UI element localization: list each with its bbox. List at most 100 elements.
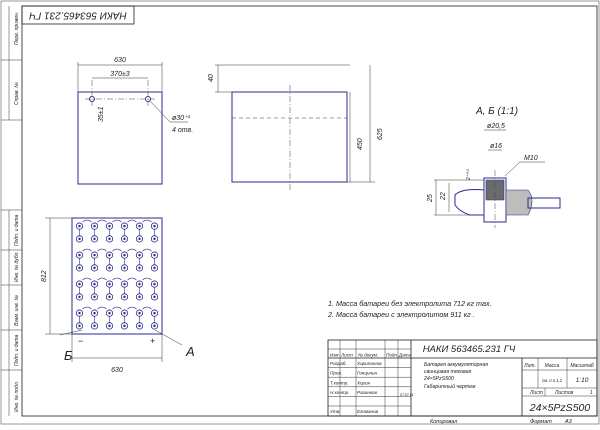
- cell-terminal-core: [108, 253, 111, 257]
- format-value: А3: [564, 419, 573, 425]
- cell-terminal-core: [108, 266, 111, 270]
- inter-cell-link: [82, 306, 152, 310]
- tb-header-cell: Лист: [340, 353, 353, 358]
- inter-cell-link: [82, 219, 152, 223]
- cell-terminal-core: [78, 295, 81, 299]
- cell-terminal-core: [123, 266, 126, 270]
- tb-role: Н.контр.: [330, 390, 349, 395]
- tb-desc-3: 24×5PzS500: [423, 376, 454, 382]
- tb-header-cell: Изм: [330, 353, 339, 358]
- tb-name: Харитонов: [356, 361, 382, 366]
- front-view-outline: [231, 91, 348, 183]
- cell-terminal-core: [123, 253, 126, 257]
- cell-terminal-core: [138, 311, 141, 315]
- hole-note: ø30⁺¹: [172, 115, 191, 122]
- tb-sheets-value: 1: [590, 390, 593, 396]
- top-view-outline: [77, 91, 163, 185]
- terminal-right-body: [505, 189, 533, 216]
- cell-terminal-core: [123, 224, 126, 228]
- tb-scale-value: 1:10: [576, 377, 589, 384]
- cell-terminal-core: [108, 237, 111, 241]
- tb-role: Пров.: [330, 371, 342, 376]
- sec-25: 25: [427, 194, 434, 203]
- front-dim-450: 450: [357, 138, 364, 150]
- tb-role: Утв.: [330, 409, 340, 414]
- sec-22: 22: [440, 192, 447, 201]
- terminal-left-body: [454, 189, 485, 216]
- section-marker-a: А: [185, 344, 195, 359]
- cell-terminal-core: [108, 324, 111, 328]
- cell-terminal-core: [153, 253, 156, 257]
- tb-header-cell: Дата: [398, 353, 412, 358]
- section-detail: А, Б (1:1) ø20,5 ø16 М10 2⁺⁰·⁵ 25 22: [427, 106, 561, 228]
- tb-sheets-label: Листов: [554, 390, 574, 396]
- margin-label-6: Подп. и дата: [14, 334, 20, 366]
- plan-dim-812: 812: [41, 270, 48, 282]
- front-dim-625: 625: [377, 128, 384, 140]
- cell-terminal-core: [78, 282, 81, 286]
- front-view: 40 450 625: [208, 64, 384, 190]
- section-marker-b: Б: [64, 348, 73, 363]
- cell-terminal-core: [93, 324, 96, 328]
- cell-terminal-core: [93, 295, 96, 299]
- cell-terminal-core: [153, 295, 156, 299]
- top-stamp: НАКИ 563465.231 ГЧ: [21, 5, 135, 25]
- plan-view-outline: [71, 217, 163, 335]
- inner-frame: [21, 5, 598, 417]
- cell-terminal-core: [108, 295, 111, 299]
- inter-cell-link: [82, 277, 152, 281]
- cell-terminal-core: [108, 224, 111, 228]
- sec-d205: ø20,5: [487, 123, 505, 130]
- margin-label-7: Инв. № подл.: [14, 381, 20, 412]
- cell-terminal-core: [138, 324, 141, 328]
- tb-desc-1: Батарея аккумуляторная: [424, 362, 488, 368]
- top-dim-width: 630: [114, 57, 126, 64]
- cell-terminal-core: [153, 266, 156, 270]
- tb-sheet-label: Лист: [529, 390, 543, 396]
- cell-terminal-core: [138, 253, 141, 257]
- sec-2: 2⁺⁰·⁵: [466, 169, 472, 181]
- tb-header-cell: № докум.: [358, 353, 378, 358]
- cell-terminal-core: [93, 311, 96, 315]
- hole-count: 4 отв.: [172, 127, 193, 134]
- cell-terminal-core: [108, 311, 111, 315]
- dim-35: 35±1: [98, 106, 105, 122]
- cell-terminal-core: [78, 324, 81, 328]
- inter-cell-link: [82, 248, 152, 252]
- cell-terminal-core: [108, 282, 111, 286]
- sec-m10: М10: [524, 155, 538, 162]
- note-1: 1. Масса батареи без электролита 712 кг …: [328, 299, 492, 308]
- tb-model: 24×5PzS500: [529, 402, 591, 414]
- cell-terminal-core: [138, 282, 141, 286]
- format-label: Формат: [530, 419, 552, 425]
- section-title: А, Б (1:1): [475, 106, 518, 117]
- terminal-post: [483, 177, 507, 223]
- cell-terminal-core: [78, 311, 81, 315]
- tb-name: Гонцинин: [357, 371, 378, 376]
- cell-terminal-core: [153, 311, 156, 315]
- cell-terminal-core: [123, 295, 126, 299]
- cell-terminal-core: [138, 237, 141, 241]
- tb-date-hint: 07.07.01: [400, 393, 414, 397]
- tb-header-cell: Подп.: [386, 353, 398, 358]
- cell-terminal-core: [123, 311, 126, 315]
- plus-terminal: +: [150, 336, 155, 346]
- tb-scale-label: Масштаб: [570, 363, 594, 369]
- cell-terminal-core: [93, 282, 96, 286]
- tb-role: Т.контр.: [330, 380, 349, 385]
- tb-desc-2: свинцовая тяговая: [424, 369, 471, 375]
- tb-lit-label: Лит.: [523, 363, 536, 369]
- cell-terminal-core: [93, 237, 96, 241]
- cell-terminal-core: [93, 224, 96, 228]
- sec-d16: ø16: [490, 143, 502, 150]
- tb-mass-value: см. п.п.1,2: [542, 378, 563, 383]
- cell-terminal-core: [78, 253, 81, 257]
- margin-label-5: Взам. инв. №: [14, 294, 20, 326]
- cell-terminal-core: [93, 266, 96, 270]
- plan-view: 812 630 Б А − +: [41, 217, 195, 374]
- cell-terminal-core: [78, 266, 81, 270]
- plan-dim-630: 630: [111, 367, 123, 374]
